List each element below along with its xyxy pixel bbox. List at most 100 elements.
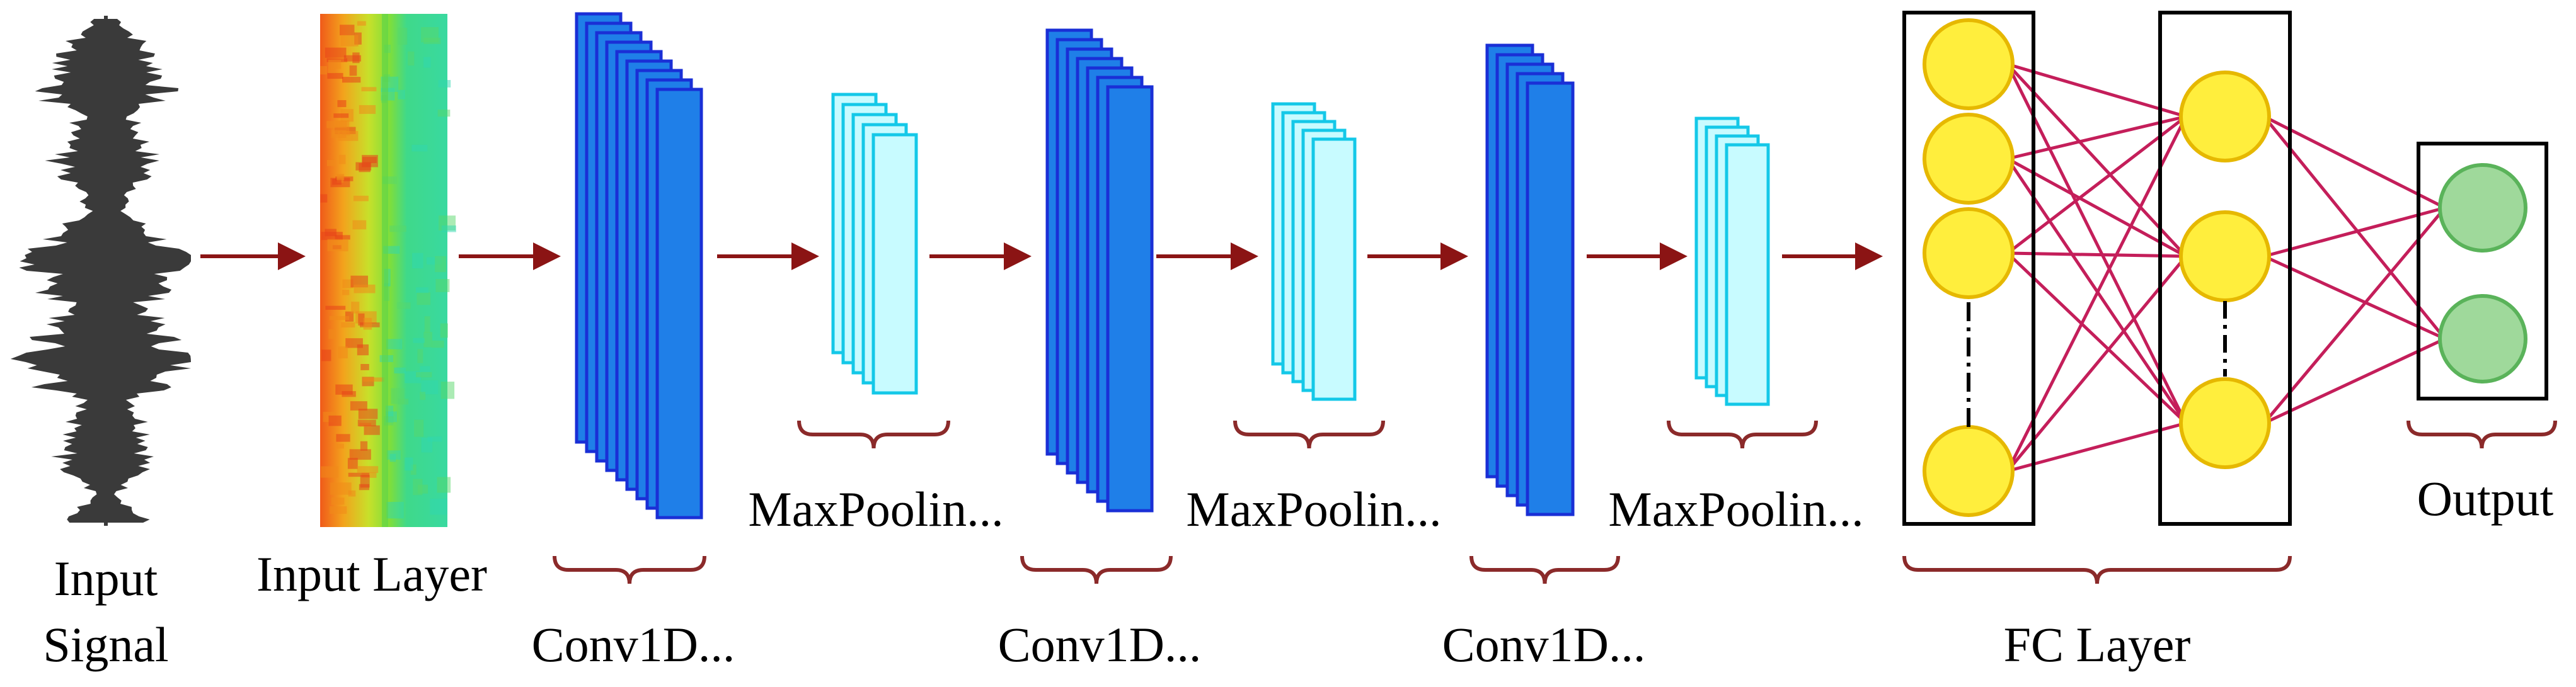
flow-arrow-head <box>533 242 561 270</box>
spectrogram-patch <box>363 317 372 330</box>
spectrogram-band <box>382 14 388 527</box>
spectrogram-patch <box>441 225 456 232</box>
spectrogram-patch <box>349 65 357 76</box>
spectrogram-patch <box>342 279 354 288</box>
spectrogram-patch <box>362 155 378 167</box>
fc1-node <box>1923 18 2015 110</box>
output-node <box>2438 294 2527 383</box>
pool2-slice <box>1311 137 1357 401</box>
spectrogram-patch <box>335 384 353 395</box>
fc-connection <box>2263 115 2446 210</box>
spectrogram-patch <box>321 466 339 478</box>
spectrogram-patch <box>357 466 379 474</box>
spectrogram-patch <box>386 502 404 519</box>
spectrogram-patch <box>345 338 363 348</box>
spectrogram-patch <box>337 100 347 108</box>
conv2-slice <box>1106 85 1154 513</box>
spectrogram-patch <box>340 25 355 36</box>
spectrogram-patch <box>389 225 406 232</box>
fc-connection <box>2006 115 2187 254</box>
conv2-brace <box>1020 555 1173 584</box>
spectrogram-patch <box>426 257 442 265</box>
spectrogram-patch <box>360 364 369 370</box>
spectrogram-patch <box>330 482 352 495</box>
fc-connection <box>2007 421 2187 473</box>
fc-layer-brace <box>1902 555 2292 584</box>
maxpool-stack-2 <box>1271 102 1357 401</box>
input-layer-label: Input Layer <box>256 547 487 601</box>
pool2-label: MaxPoolin... <box>1186 482 1441 537</box>
conv1d-stack-3 <box>1485 43 1575 516</box>
spectrogram-patch <box>338 346 348 359</box>
spectrogram-patch <box>360 475 370 488</box>
spectrogram-patch <box>363 377 384 382</box>
spectrogram-patch <box>386 450 401 460</box>
fc-box-1 <box>1902 11 2035 526</box>
input-signal-waveform <box>10 16 192 526</box>
spectrogram-patch <box>357 419 376 426</box>
spectrogram-patch <box>438 80 451 88</box>
fc-connection <box>2263 337 2446 425</box>
flow-arrow-head <box>1855 242 1883 270</box>
spectrogram-patch <box>421 380 439 395</box>
spectrogram-patch <box>435 256 446 273</box>
spectrogram-patch <box>417 349 423 363</box>
spectrogram-patch <box>328 59 342 69</box>
pool3-slice <box>1725 143 1770 406</box>
spectrogram-patch <box>412 253 423 269</box>
spectrogram-patch <box>336 174 345 181</box>
spectrogram-patch <box>398 399 409 405</box>
spectrogram-patch <box>440 323 448 338</box>
fc-connection <box>2006 115 2188 472</box>
output-brace <box>2406 420 2557 449</box>
fc-connection <box>2007 62 2187 118</box>
spectrogram-patch <box>414 419 424 437</box>
fc2-node <box>2179 210 2271 302</box>
conv2-label: Conv1D... <box>998 617 1202 672</box>
spectrogram-patch <box>336 443 344 449</box>
spectrogram-patch <box>423 332 432 348</box>
spectrogram-patch <box>348 472 370 477</box>
fc-layer-label: FC Layer <box>2004 617 2191 672</box>
spectrogram-patch <box>357 21 366 26</box>
spectrogram-patch <box>331 497 345 505</box>
input-layer-spectrogram <box>320 14 456 527</box>
spectrogram-patch <box>325 229 336 237</box>
spectrogram-patch <box>329 315 350 321</box>
spectrogram-patch <box>327 239 348 252</box>
flow-arrow-head <box>1004 242 1032 270</box>
fc-connection <box>2263 254 2446 341</box>
fc-connection <box>2263 207 2446 424</box>
conv1-brace <box>553 555 706 584</box>
spectrogram-patch <box>349 449 371 460</box>
spectrogram-patch <box>416 372 432 378</box>
spectrogram-patch <box>360 441 368 451</box>
spectrogram-patch <box>326 121 347 128</box>
conv1d-stack-1 <box>575 12 703 520</box>
output-box <box>2417 142 2548 400</box>
flow-arrow-head <box>1440 242 1468 270</box>
spectrogram-patch <box>320 65 327 75</box>
spectrogram-patch <box>423 57 431 68</box>
fc-connection <box>2006 255 2187 472</box>
fc-connection <box>2007 251 2187 258</box>
flow-arrow-head <box>278 242 306 270</box>
fc2-node <box>2179 377 2271 469</box>
spectrogram-patch <box>397 302 411 309</box>
spectrogram-patch <box>410 464 417 475</box>
spectrogram-patch <box>386 339 403 349</box>
spectrogram-patch <box>348 490 356 497</box>
spectrogram-patch <box>336 434 350 442</box>
spectrogram-patch <box>435 279 450 292</box>
spectrogram-patch <box>343 55 361 62</box>
pool3-brace <box>1667 420 1818 449</box>
spectrogram-patch <box>420 392 426 400</box>
conv1-label: Conv1D... <box>532 617 735 672</box>
spectrogram-patch <box>437 477 451 493</box>
fc1-node <box>1923 207 2015 299</box>
spectrogram-patch <box>424 316 430 333</box>
spectrogram-patch <box>342 290 350 295</box>
pool2-brace <box>1233 420 1385 449</box>
spectrogram-patch <box>328 68 336 74</box>
